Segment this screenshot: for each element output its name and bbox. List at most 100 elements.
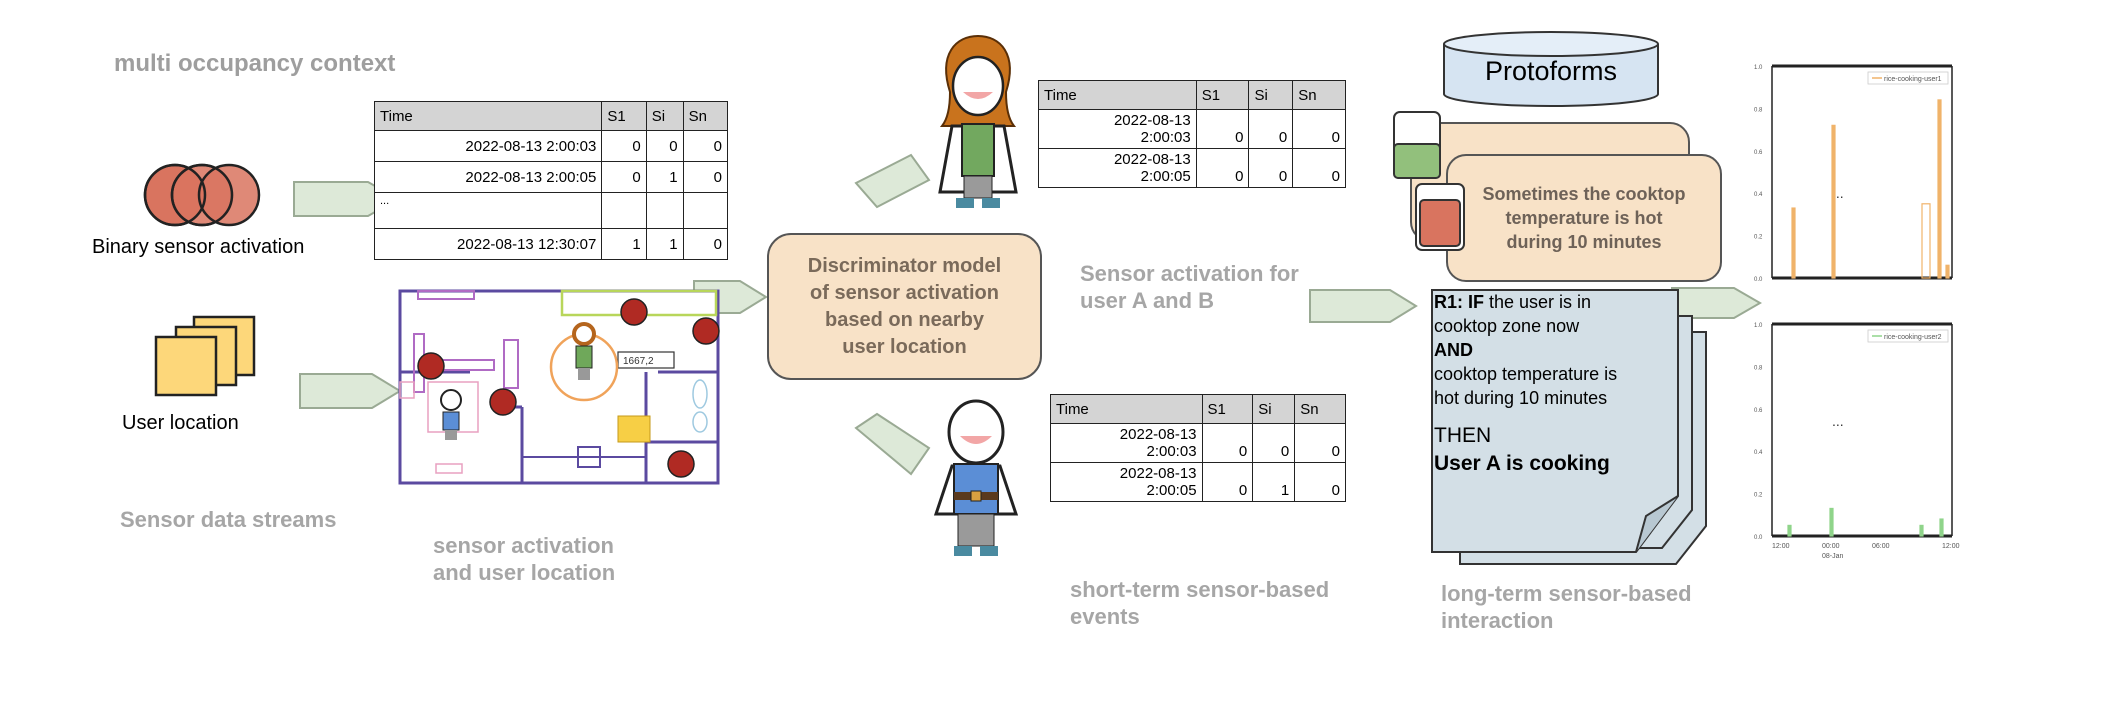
- chart-bar: [1937, 99, 1942, 279]
- table-header-s1: S1: [1201, 394, 1254, 424]
- table-cell: 0: [682, 130, 729, 162]
- rule-and: AND: [1434, 340, 1473, 360]
- chart-bar: [1787, 524, 1792, 537]
- table-cell: 2:00:03: [1146, 443, 1197, 460]
- chart-bar: [1921, 203, 1931, 279]
- chart-bar: [1831, 124, 1836, 279]
- chart-bar: [1791, 207, 1796, 279]
- user-a-figure: [938, 34, 1018, 208]
- per-user-caption-line1: Sensor activation for: [1080, 261, 1299, 286]
- table-header-si: Si: [1252, 394, 1296, 424]
- activity-charts: rice-cooking-user1 ... 0.00.20.40.60.81.…: [1754, 64, 1960, 560]
- binary-sensor-label: Binary sensor activation: [92, 236, 305, 258]
- chart-user2: rice-cooking-user2 ... 0.00.20.40.60.81.…: [1754, 322, 1953, 541]
- discriminator-line: user location: [842, 335, 967, 358]
- chart-bar: [1939, 518, 1944, 537]
- table-cell: 0: [1294, 423, 1346, 463]
- chart-y-tick-label: 0.8: [1754, 365, 1763, 371]
- table-cell: 0: [682, 228, 729, 260]
- table-row: 2022-08-13 12:30:07 1 1 0: [373, 228, 729, 260]
- chart-y-tick-label: 0.0: [1754, 277, 1763, 283]
- table-cell: 1: [645, 228, 684, 260]
- table-header-time: Time: [1050, 394, 1203, 424]
- user-location-label: User location: [122, 412, 239, 434]
- table-cell: 2022-08-13: [1113, 112, 1191, 129]
- rule-if-text: the user is in: [1484, 292, 1592, 312]
- rule-line: cooktop temperature is: [1434, 364, 1618, 384]
- table-cell: [645, 192, 684, 229]
- table-cell: [682, 192, 729, 229]
- chart-y-tick-label: 1.0: [1754, 65, 1763, 71]
- chart-bar: [1829, 507, 1834, 537]
- table-cell: 2:00:05: [1140, 168, 1191, 185]
- rule-line: hot during 10 minutes: [1434, 388, 1608, 408]
- table-cell: 2022-08-13: [1119, 465, 1197, 482]
- table-cell: 0: [1195, 148, 1250, 188]
- chart-ellipsis: ...: [1832, 185, 1844, 201]
- sensor-activation-table: Time S1 Si Sn 2022-08-13 2:00:03 0 0 0 2…: [373, 101, 729, 260]
- arrow-to-protoforms: [1309, 289, 1418, 323]
- sensor-streams-caption: Sensor data streams: [120, 507, 337, 532]
- chart-y-tick-label: 0.2: [1754, 235, 1763, 241]
- protoforms-title: Protoforms: [1484, 56, 1618, 86]
- floor-sign-text: 1667,2: [623, 356, 654, 367]
- chart-y-tick-label: 1.0: [1754, 323, 1763, 329]
- table-row: 2022-08-13 2:00:05 0 1 0: [373, 161, 729, 193]
- chart-y-tick-label: 0.6: [1754, 408, 1763, 414]
- table-cell: 0: [1201, 462, 1254, 502]
- chart-ellipsis: ...: [1832, 413, 1844, 429]
- table-cell: 2:00:05: [1146, 482, 1197, 499]
- table-cell: 0: [1292, 109, 1346, 149]
- chart-y-tick-label: 0.2: [1754, 493, 1763, 499]
- rule-line: cooktop zone now: [1434, 316, 1580, 336]
- protoform-line: Sometimes the cooktop: [1482, 184, 1686, 204]
- protoform-line: during 10 minutes: [1506, 232, 1662, 252]
- table-header-s1: S1: [1195, 80, 1250, 110]
- table-header-time: Time: [1038, 80, 1197, 110]
- table-cell: 0: [601, 161, 647, 193]
- table-cell: 2022-08-13 12:30:07: [373, 228, 603, 260]
- table-cell: 0: [645, 130, 684, 162]
- table-cell: [601, 192, 647, 229]
- table-cell: 0: [1248, 109, 1294, 149]
- protoform-card-front: Sometimes the cooktop temperature is hot…: [1446, 154, 1722, 282]
- table-header-s1: S1: [601, 101, 647, 131]
- table-header-sn: Sn: [682, 101, 729, 131]
- table-cell: 0: [1248, 148, 1294, 188]
- context-title: multi occupancy context: [114, 50, 396, 77]
- chart-bar: [1919, 524, 1924, 537]
- chart-x-tick-label: 12:00: [1772, 543, 1790, 550]
- chart-bar: [1945, 264, 1950, 279]
- table-cell: 1: [1252, 462, 1296, 502]
- rule-conclusion: User A is cooking: [1434, 452, 1610, 475]
- rule-document: [1431, 289, 1707, 565]
- chart-y-tick-label: 0.4: [1754, 450, 1763, 456]
- protoforms-cylinder: [1443, 31, 1659, 107]
- chart-x-tick-label: 00:00: [1822, 543, 1840, 550]
- table-row: 2022-08-13 2:00:03 0 0 0: [373, 130, 729, 162]
- discriminator-line: of sensor activation: [810, 281, 999, 304]
- table-cell: ...: [373, 192, 603, 229]
- chart-user1: rice-cooking-user1 ... 0.00.20.40.60.81.…: [1754, 64, 1953, 283]
- table-cell: 0: [1294, 462, 1346, 502]
- discriminator-line: based on nearby: [825, 308, 984, 331]
- chart-y-tick-label: 0.8: [1754, 107, 1763, 113]
- long-term-caption-line2: interaction: [1441, 608, 1554, 633]
- table-cell: 0: [1201, 423, 1254, 463]
- table-cell: 2022-08-13: [1119, 426, 1197, 443]
- table-cell: 2022-08-13 2:00:05: [373, 161, 603, 193]
- arrow-model-to-user-b: [854, 412, 931, 476]
- table-cell: 1: [601, 228, 647, 260]
- table-header-si: Si: [645, 101, 684, 131]
- discriminator-model-box: Discriminator model of sensor activation…: [767, 233, 1042, 380]
- arrow-location-to-floor: [299, 373, 402, 409]
- activation-caption-line2: and user location: [433, 560, 616, 585]
- binary-sensor-icon: [143, 163, 261, 227]
- table-header-sn: Sn: [1294, 394, 1346, 424]
- table-cell: 2022-08-13 2:00:03: [373, 130, 603, 162]
